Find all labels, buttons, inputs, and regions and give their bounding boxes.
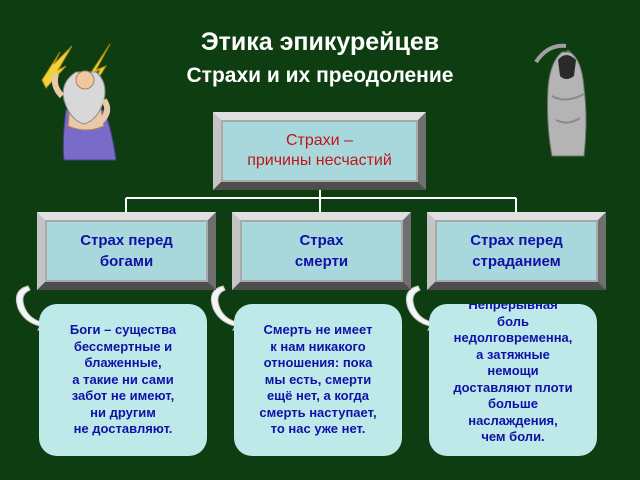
tree-connectors [125, 188, 517, 212]
answer-line: забот не имеют, [71, 388, 175, 404]
answer-line: недолговременна, [453, 330, 573, 345]
answer-line: ещё нет, а когда [266, 388, 370, 404]
category-box-face: Страх смерти [242, 222, 401, 280]
root-line-1: Страхи – [286, 132, 353, 149]
answer-line: чем боли. [481, 429, 545, 444]
category-line-2: страданием [472, 253, 561, 270]
category-box-face: Страх перед богами [47, 222, 206, 280]
page-subtitle: Страхи и их преодоление [186, 64, 454, 87]
category-line-2: богами [99, 253, 154, 270]
category-box-face: Страх перед страданием [437, 222, 596, 280]
answer-line: наслаждения, [468, 412, 558, 428]
answer-line: к нам никакого [270, 338, 366, 354]
answer-line: отношения: пока [263, 355, 373, 371]
answer-line: мы есть, смерти [264, 371, 372, 387]
answer-line: Непрерывная [468, 304, 558, 312]
answer-card-suffering: Непрерывная боль недолговременна, а затя… [429, 304, 597, 456]
category-box-death: Страх смерти [232, 212, 411, 290]
answer-line: смерть наступает, [259, 404, 377, 420]
answer-line: Боги – существа [69, 322, 177, 338]
answer-card-death: Смерть не имеет к нам никакого отношения… [234, 304, 402, 456]
answer-line: то нас уже нет. [270, 421, 366, 437]
answer-line: боль [497, 313, 529, 329]
answer-line: а такие ни сами [72, 371, 174, 387]
answer-text: Боги – существа бессмертные и блаженные,… [66, 322, 180, 438]
answer-line: больше [488, 396, 538, 411]
answer-line: бессмертные и [73, 338, 173, 354]
category-line-1: Страх [299, 232, 344, 249]
category-box-suffering: Страх перед страданием [427, 212, 606, 290]
category-box-gods: Страх перед богами [37, 212, 216, 290]
answer-text: Непрерывная боль недолговременна, а затя… [449, 304, 576, 446]
answer-line: Смерть не имеет [263, 322, 373, 338]
category-line-1: Страх перед [470, 232, 563, 249]
answer-line: доставляют плоти [453, 379, 573, 395]
answer-line: немощи [487, 363, 539, 378]
answer-line: блаженные, [84, 355, 162, 371]
answer-line: ни другим [90, 404, 156, 420]
category-line-1: Страх перед [80, 232, 173, 249]
root-line-2: причины несчастий [247, 152, 392, 169]
page-title: Этика эпикурейцев [200, 28, 440, 56]
answer-card-gods: Боги – существа бессмертные и блаженные,… [39, 304, 207, 456]
answer-text: Смерть не имеет к нам никакого отношения… [255, 322, 380, 438]
answer-line: а затяжные [476, 346, 550, 362]
root-box-face: Страхи – причины несчастий [223, 122, 416, 180]
root-box: Страхи – причины несчастий [213, 112, 426, 190]
answer-line: не доставляют. [73, 421, 173, 437]
category-line-2: смерти [294, 253, 349, 270]
